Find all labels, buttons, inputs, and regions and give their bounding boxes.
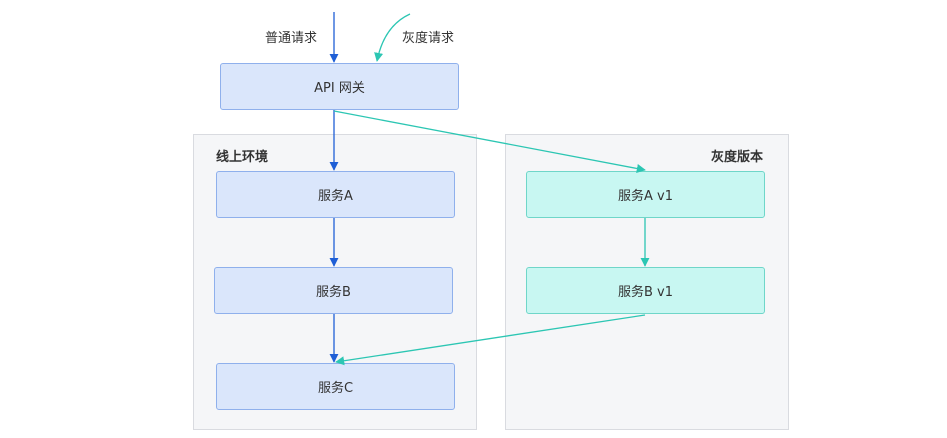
service-a-v1-node: 服务A v1 xyxy=(526,171,765,218)
service-c-node: 服务C xyxy=(216,363,455,410)
api-gateway-node: API 网关 xyxy=(220,63,459,110)
normal-request-label: 普通请求 xyxy=(265,31,318,46)
service-a-node: 服务A xyxy=(216,171,455,218)
service-b-node: 服务B xyxy=(214,267,453,314)
gray-version-title: 灰度版本 xyxy=(711,150,764,165)
online-environment-title: 线上环境 xyxy=(216,150,269,165)
service-b-v1-node: 服务B v1 xyxy=(526,267,765,314)
gray-request-label: 灰度请求 xyxy=(402,31,455,46)
